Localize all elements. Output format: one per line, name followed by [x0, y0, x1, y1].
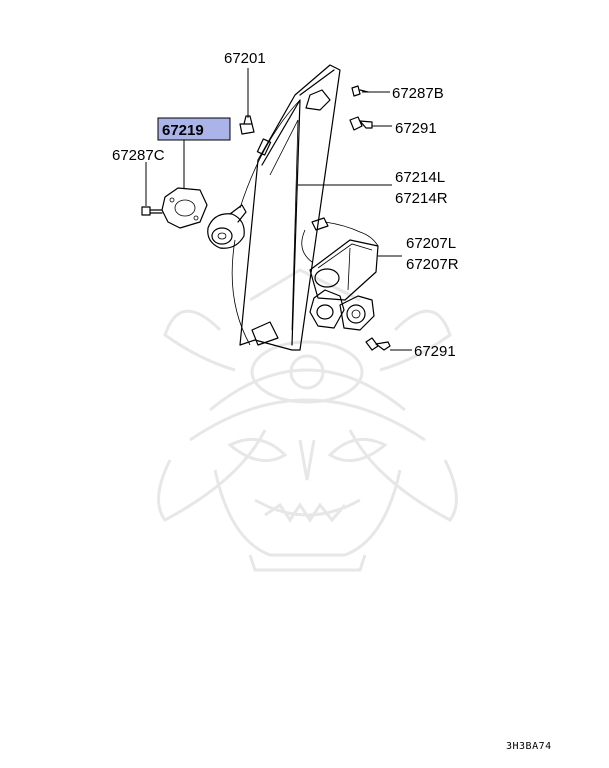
- label-67219[interactable]: 67219: [162, 122, 204, 139]
- cover-plate-67219: [161, 187, 208, 229]
- bolt-67291-bottom: [365, 337, 391, 351]
- leader-lines: [145, 68, 412, 351]
- label-67214l[interactable]: 67214L: [395, 169, 445, 186]
- label-67287b[interactable]: 67287B: [392, 85, 444, 102]
- window-regulator-rail: [231, 64, 341, 351]
- label-67201[interactable]: 67201: [224, 50, 266, 67]
- samurai-watermark-icon: [157, 268, 458, 572]
- label-67214r[interactable]: 67214R: [395, 190, 448, 207]
- label-67291-top[interactable]: 67291: [395, 120, 437, 137]
- bolt-67287b: [351, 85, 369, 97]
- label-67207l[interactable]: 67207L: [406, 235, 456, 252]
- highlight-67219: [157, 117, 231, 141]
- diagram-code: 3H3BA74: [506, 741, 552, 752]
- regulator-motor-67207: [301, 217, 379, 331]
- clip-67201: [239, 115, 255, 135]
- label-67291-bottom[interactable]: 67291: [414, 343, 456, 360]
- regulator-drum: [207, 204, 247, 249]
- label-67287c[interactable]: 67287C: [112, 147, 165, 164]
- label-67207r[interactable]: 67207R: [406, 256, 459, 273]
- bolt-67287c: [141, 206, 163, 216]
- bolt-67291-top: [349, 116, 373, 131]
